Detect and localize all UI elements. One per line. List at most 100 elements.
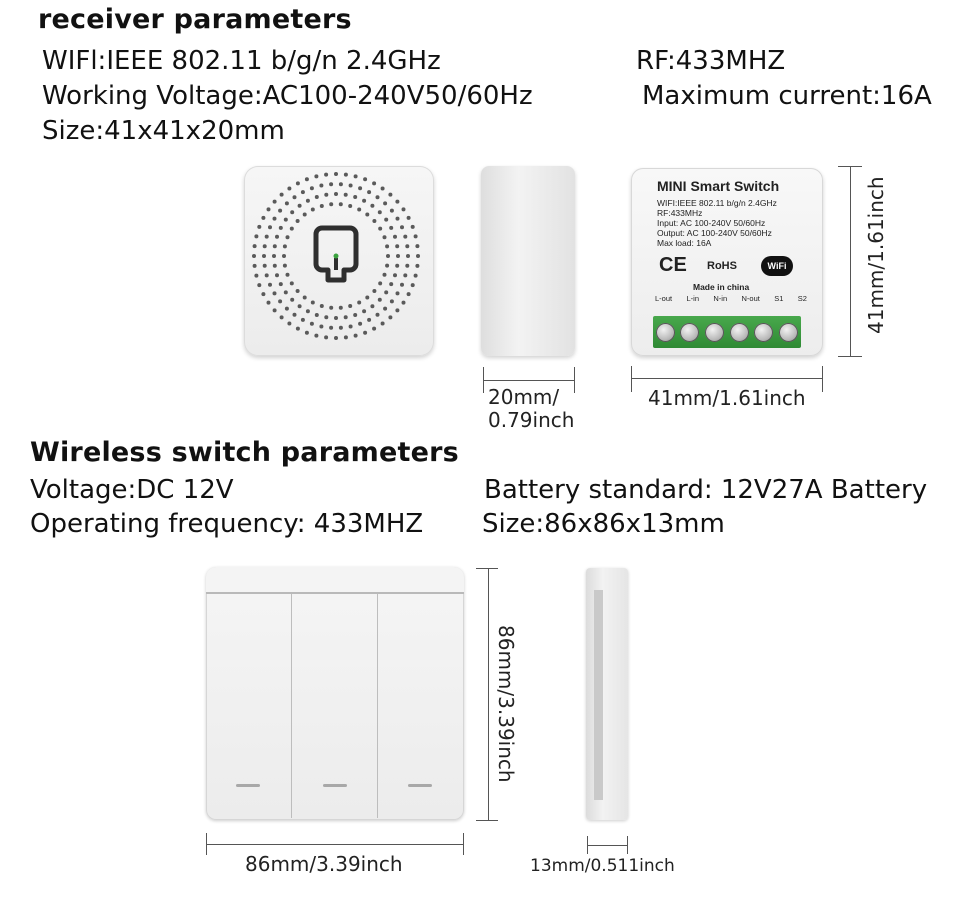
grille-hole [362, 198, 367, 203]
grille-hole [262, 254, 266, 258]
terminal-label: S2 [797, 294, 807, 303]
grille-hole [375, 312, 380, 317]
switch-width-label: 86mm/3.39inch [245, 852, 403, 876]
grille-hole [290, 297, 295, 302]
grille-hole [257, 224, 262, 229]
grille-hole [314, 174, 319, 179]
receiver-back-label: MINI Smart Switch WIFI:IEEE 802.11 b/g/n… [631, 168, 823, 356]
grille-hole [319, 183, 324, 188]
grille-hole [393, 273, 397, 278]
grille-hole [389, 299, 394, 304]
grille-hole [272, 216, 277, 221]
grille-hole [283, 290, 288, 295]
grille-hole [300, 317, 305, 322]
grille-hole [343, 192, 348, 197]
grille-hole [362, 309, 367, 314]
grille-hole [372, 219, 377, 223]
grille-hole [264, 273, 269, 278]
grille-hole [338, 325, 343, 330]
grille-hole [278, 225, 283, 230]
grille-hole [297, 304, 302, 309]
grille-hole [403, 234, 408, 239]
grille-hole [282, 244, 287, 249]
grille-hole [395, 263, 400, 268]
grille-hole [289, 226, 294, 231]
grille-hole [348, 324, 353, 329]
grille-hole [380, 321, 385, 326]
indicator-led-icon [323, 784, 347, 787]
screw-icon [729, 322, 749, 342]
grille-hole [295, 326, 300, 331]
grille-hole [367, 317, 372, 322]
grille-hole [400, 225, 404, 230]
grille-hole [400, 282, 404, 287]
wireless-frequency-spec: Operating frequency: 433MHZ [30, 509, 424, 539]
grille-hole [385, 244, 390, 249]
grille-hole [272, 199, 277, 204]
grille-hole [384, 290, 389, 295]
grille-hole [254, 234, 259, 239]
grille-hole [413, 234, 418, 239]
grille-hole [382, 272, 387, 277]
wireless-switch-front-view [206, 567, 464, 820]
receiver-current-spec: Maximum current:16A [642, 81, 932, 111]
grille-hole [395, 216, 400, 221]
grille-hole [357, 207, 362, 212]
dim-tick [822, 366, 823, 392]
grille-hole [282, 263, 287, 268]
label-rf: RF:433MHz [657, 208, 703, 218]
grille-hole [389, 225, 394, 230]
grille-hole [406, 215, 411, 220]
grille-hole [300, 190, 305, 195]
terminal-labels: L-out L-in N-in N-out S1 S2 [655, 294, 807, 306]
grille-hole [334, 316, 338, 320]
screw-icon [754, 322, 774, 342]
grille-hole [257, 283, 262, 288]
wireless-battery-spec: Battery standard: 12V27A Battery [484, 475, 928, 505]
grille-hole [252, 263, 257, 268]
screw-icon [705, 322, 725, 342]
grille-hole [403, 273, 408, 278]
dim-tick [476, 568, 498, 569]
grille-hole [416, 254, 420, 258]
grille-hole [395, 308, 400, 313]
grille-hole [324, 192, 329, 197]
width-dimension-line [631, 378, 823, 379]
grille-hole [285, 235, 290, 240]
grille-hole [372, 289, 377, 293]
speaker-grille [252, 172, 420, 340]
receiver-size-spec: Size:41x41x20mm [42, 116, 285, 146]
grille-hole [370, 304, 375, 309]
grille-hole [304, 330, 309, 335]
grille-hole [358, 321, 363, 326]
label-input: Input: AC 100-240V 50/60Hz [657, 218, 766, 228]
grille-hole [268, 225, 272, 230]
grille-hole [338, 202, 343, 207]
terminal-block [653, 316, 801, 348]
grille-hole [388, 192, 393, 197]
grille-hole [343, 172, 348, 177]
grille-hole [319, 204, 324, 208]
grille-hole [261, 292, 266, 297]
grille-hole [272, 244, 277, 249]
grille-hole [292, 195, 297, 200]
grille-hole [295, 289, 300, 293]
grille-hole [413, 273, 418, 278]
wireless-size-spec: Size:86x86x13mm [482, 509, 725, 539]
grille-hole [348, 204, 353, 208]
grille-hole [302, 295, 307, 300]
grille-hole [383, 306, 388, 311]
grille-hole [389, 208, 394, 213]
grille-hole [252, 244, 257, 249]
grille-hole [302, 212, 307, 217]
grille-hole [375, 195, 380, 200]
grille-hole [285, 272, 290, 277]
side-groove [594, 590, 603, 800]
grille-hole [380, 186, 385, 191]
grille-hole [319, 324, 324, 329]
grille-hole [358, 186, 363, 191]
grille-hole [393, 234, 397, 239]
grille-hole [405, 263, 410, 268]
grille-hole [279, 315, 284, 320]
screw-icon [655, 322, 675, 342]
